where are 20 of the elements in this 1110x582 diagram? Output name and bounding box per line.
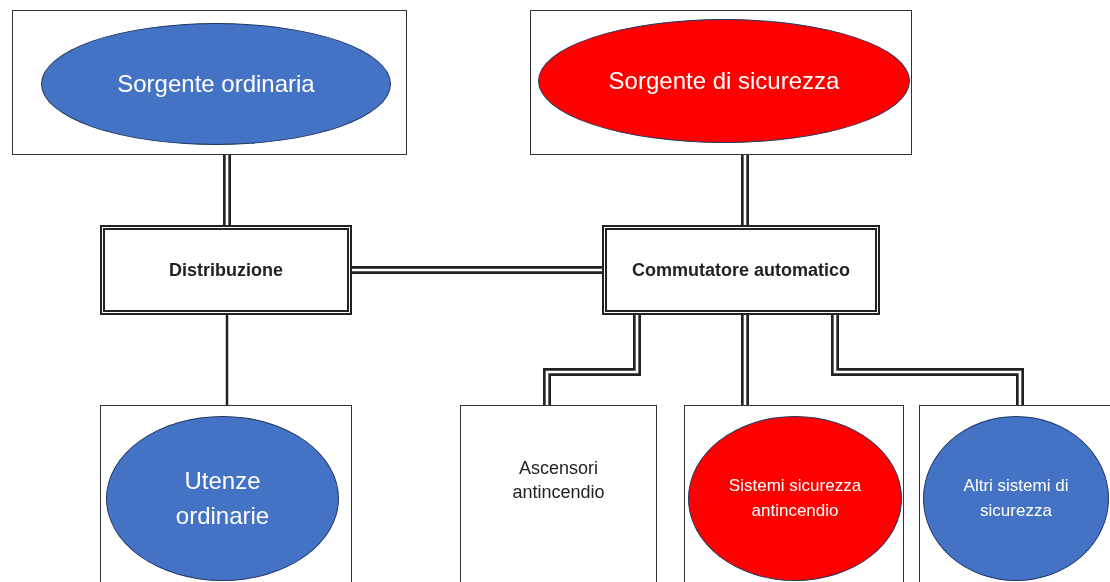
ellipse-label: Sorgente ordinaria: [116, 68, 316, 99]
box-label: Commutatore automatico: [632, 259, 850, 282]
double-line: [352, 266, 602, 274]
box-label: Ascensori antincendio: [511, 457, 606, 504]
double-line: [223, 155, 231, 225]
ellipse-label: Altri sistemi di sicurezza: [962, 474, 1070, 522]
ellipse-label: Sistemi sicurezza antincendio: [727, 474, 863, 522]
load-box: [460, 405, 657, 582]
double-line: [741, 315, 749, 405]
double-line: [831, 315, 1024, 405]
connector-line: [225, 315, 229, 405]
double-line: [543, 315, 641, 405]
process-box: [100, 225, 352, 315]
box-frame: [12, 10, 407, 155]
process-box: [602, 225, 880, 315]
ellipse-label: Sorgente di sicurezza: [607, 65, 841, 96]
box-frame: [530, 10, 912, 155]
ellipse-label: Utenze ordinarie: [174, 465, 271, 531]
box-label: Distribuzione: [169, 259, 283, 282]
double-line: [741, 155, 749, 225]
